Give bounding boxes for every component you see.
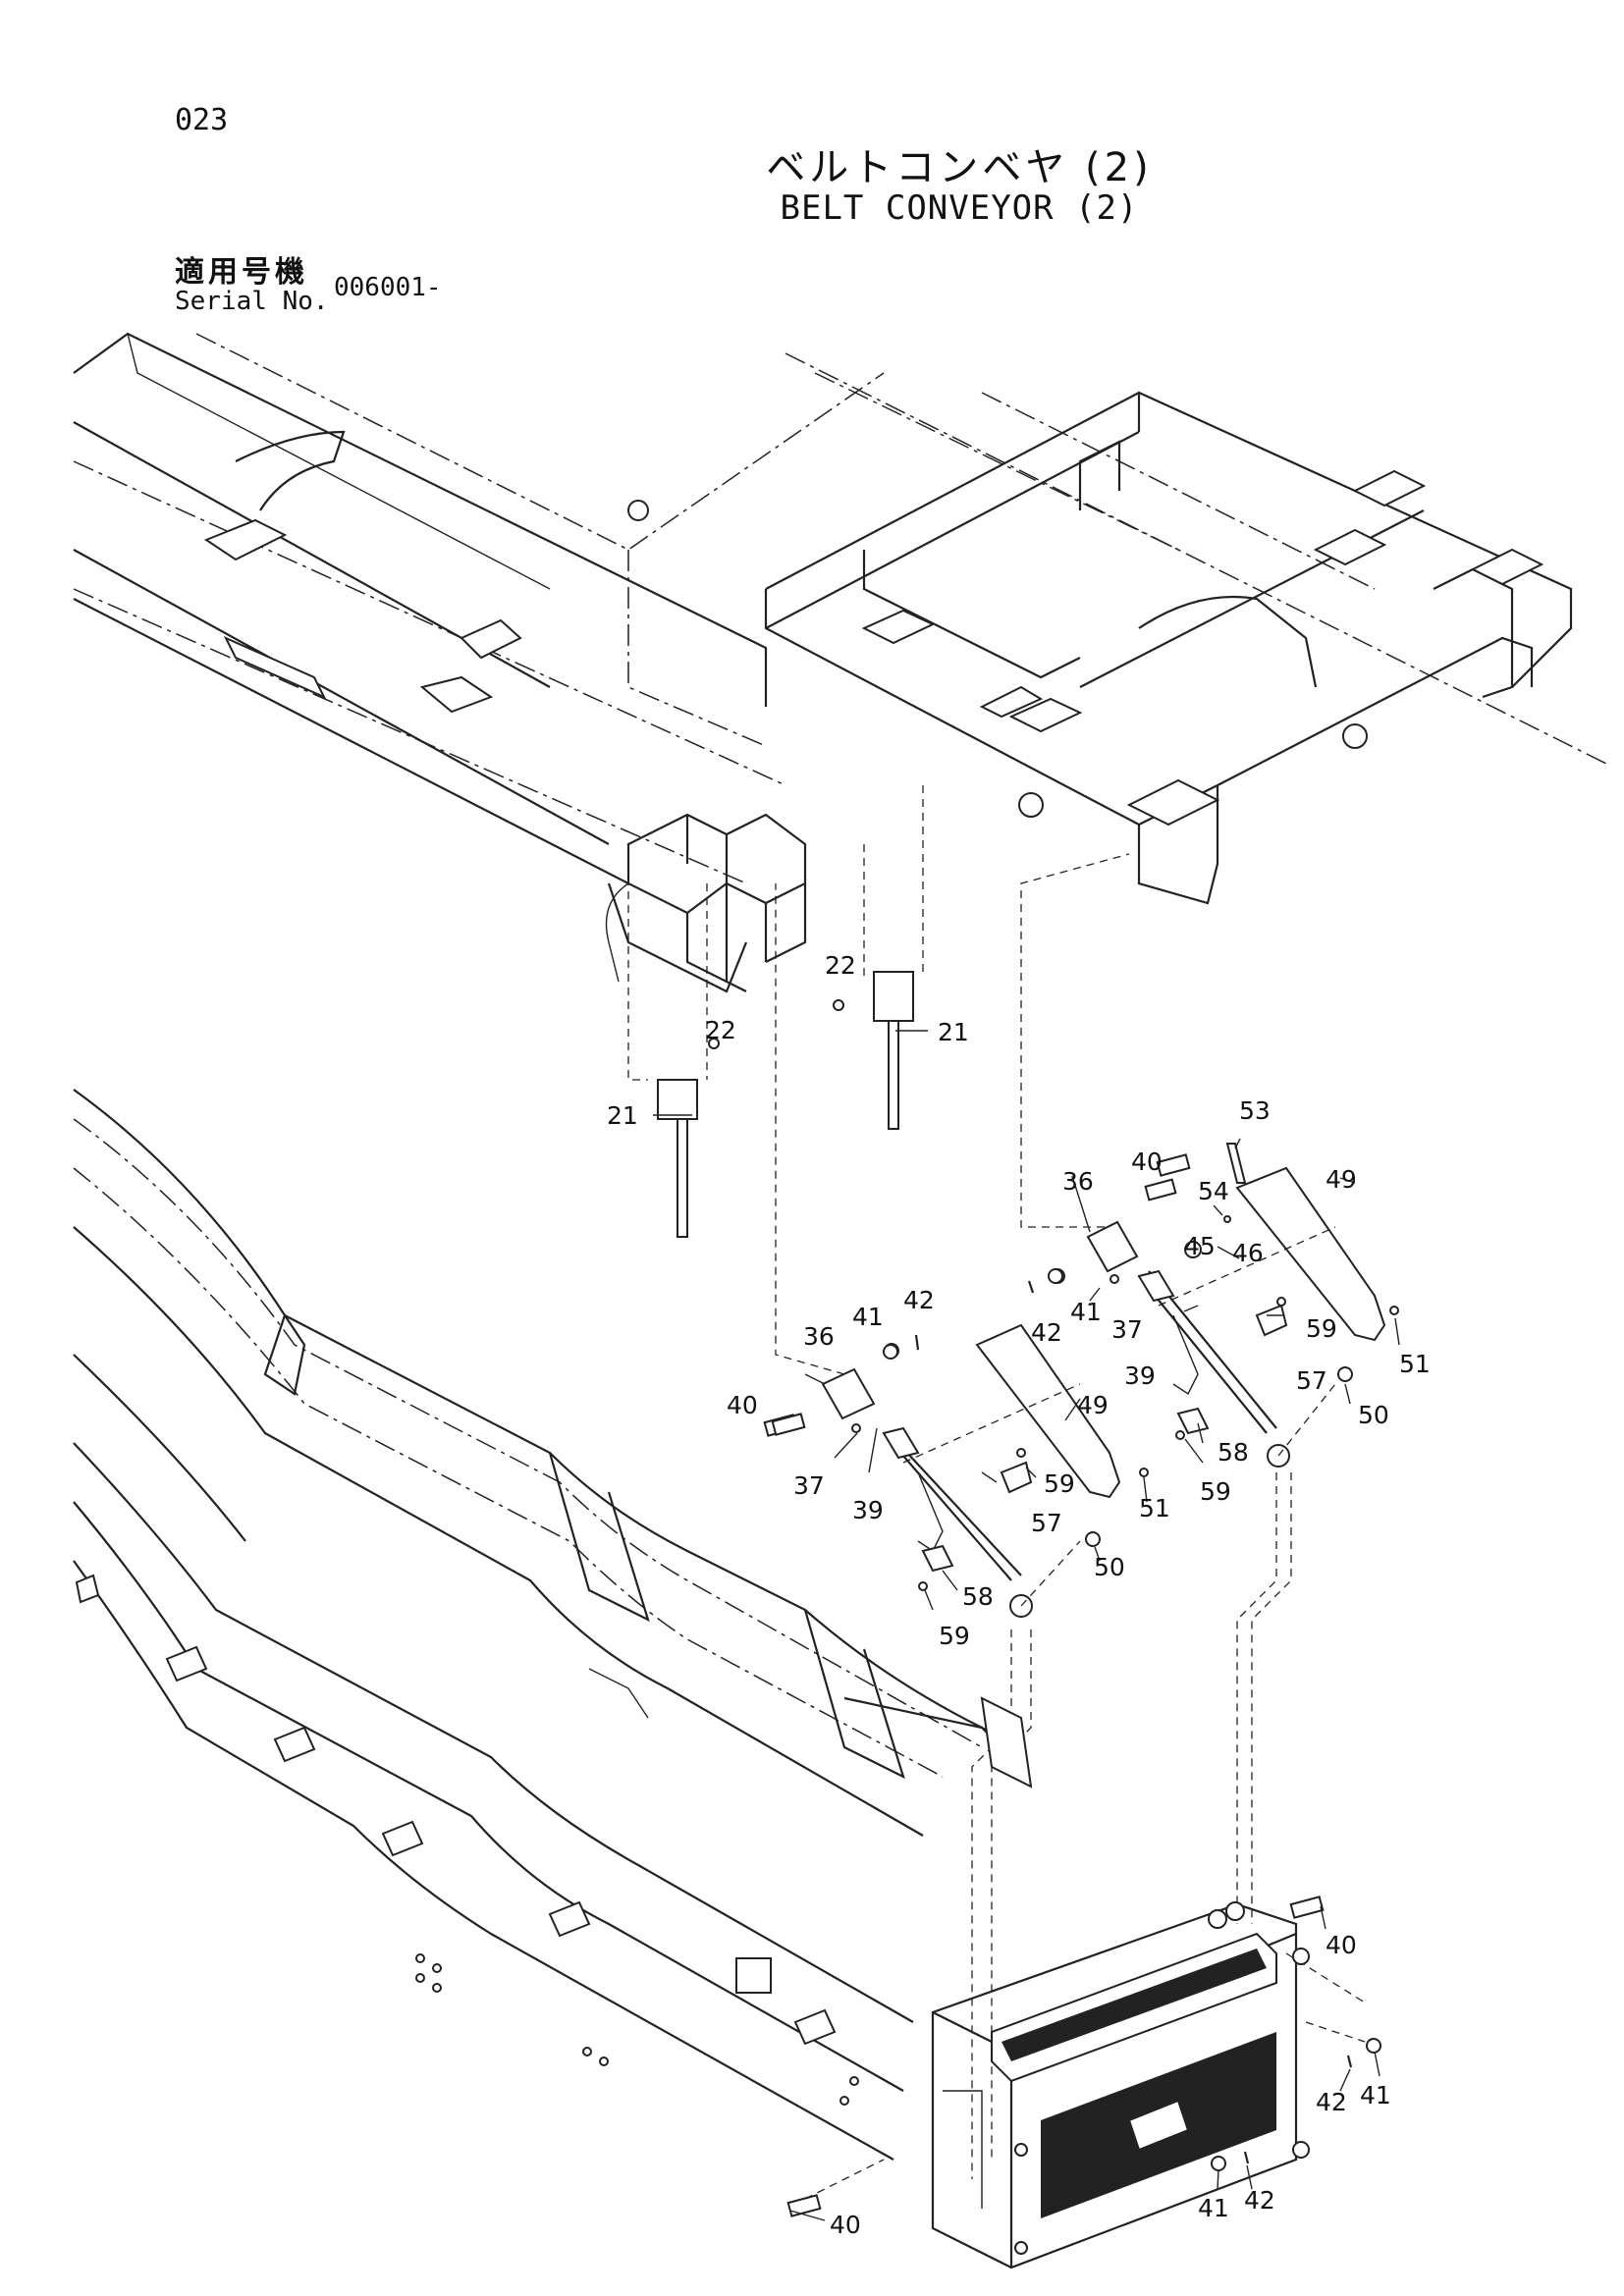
lower-conveyor-body xyxy=(73,1089,1033,2161)
callout-50: 50 xyxy=(1094,1553,1125,1581)
callout-36: 36 xyxy=(803,1322,835,1351)
callout-21: 21 xyxy=(607,1101,638,1130)
conveyor-tail-grille xyxy=(931,1901,1310,2269)
callout-59: 59 xyxy=(1306,1314,1337,1343)
title-english: BELT CONVEYOR (2) xyxy=(780,188,1139,228)
assembly-guide-lines xyxy=(775,853,1366,2200)
callout-42: 42 xyxy=(903,1286,935,1314)
callout-57: 57 xyxy=(1031,1509,1062,1537)
callout-39: 39 xyxy=(1124,1362,1156,1390)
upper-frame xyxy=(195,333,1611,905)
callout-50: 50 xyxy=(1358,1401,1389,1429)
callout-41: 41 xyxy=(1360,2081,1391,2109)
callout-40: 40 xyxy=(1326,1931,1357,1959)
callout-36: 36 xyxy=(1062,1167,1094,1196)
callout-59: 59 xyxy=(1200,1477,1231,1506)
callout-41: 41 xyxy=(1070,1298,1102,1326)
callout-58: 58 xyxy=(1218,1438,1249,1467)
callout-22: 22 xyxy=(825,951,856,980)
hinge-arm-assemblies xyxy=(763,1178,1399,1618)
callout-labels: 22 21 22 21 53 40 49 36 54 45 46 42 41 3… xyxy=(607,951,1431,2239)
leader-lines xyxy=(653,1030,1400,2221)
pin-40-parts xyxy=(771,1153,1325,2217)
bracket-21-assemblies xyxy=(627,785,924,1238)
page-number: 023 xyxy=(175,103,229,137)
callout-59: 59 xyxy=(939,1622,970,1650)
callout-42: 42 xyxy=(1316,2088,1347,2116)
callout-58: 58 xyxy=(962,1582,994,1611)
serial-label-japanese: 適用号機 xyxy=(175,255,308,290)
callout-42: 42 xyxy=(1031,1318,1062,1347)
callout-49: 49 xyxy=(1077,1391,1109,1419)
callout-37: 37 xyxy=(793,1471,825,1500)
washer-cotter-parts xyxy=(883,1268,1381,2171)
callout-51: 51 xyxy=(1139,1494,1170,1522)
callout-40: 40 xyxy=(727,1391,758,1419)
callout-22: 22 xyxy=(705,1016,736,1044)
callout-37: 37 xyxy=(1111,1315,1143,1344)
callout-41: 41 xyxy=(1198,2194,1229,2222)
callout-49: 49 xyxy=(1326,1165,1357,1194)
callout-59: 59 xyxy=(1044,1469,1075,1498)
callout-39: 39 xyxy=(852,1496,884,1524)
callout-42: 42 xyxy=(1244,2186,1275,2215)
callout-41: 41 xyxy=(852,1303,884,1331)
callout-51: 51 xyxy=(1399,1350,1431,1378)
serial-label-english: Serial No. xyxy=(175,287,329,316)
callout-54: 54 xyxy=(1198,1177,1229,1205)
title-japanese: ベルトコンベヤ (2) xyxy=(766,145,1153,190)
callout-40: 40 xyxy=(1131,1148,1163,1176)
callout-53: 53 xyxy=(1239,1096,1271,1125)
plate-49-parts xyxy=(975,1143,1386,1499)
callout-46: 46 xyxy=(1232,1239,1264,1267)
callout-57: 57 xyxy=(1296,1366,1327,1395)
serial-number-value: 006001- xyxy=(334,273,442,302)
callout-45: 45 xyxy=(1184,1232,1216,1260)
upper-conveyor-body xyxy=(73,332,807,993)
callout-21: 21 xyxy=(938,1018,969,1046)
callout-40: 40 xyxy=(830,2211,861,2239)
